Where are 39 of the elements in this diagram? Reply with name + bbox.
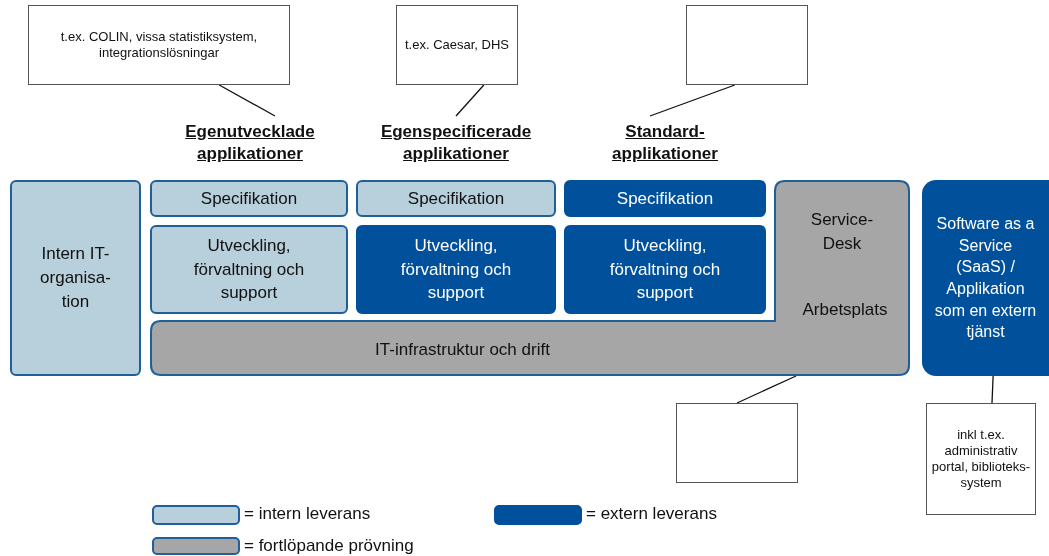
service-box — [10, 180, 141, 376]
callout-box — [686, 5, 808, 85]
leader-line — [649, 84, 736, 117]
box-label: Specifikation — [200, 187, 298, 210]
legend-label: = intern leverans — [244, 504, 371, 524]
callout-box — [28, 5, 290, 85]
service-box — [150, 225, 348, 314]
box-label: Specifikation — [616, 187, 714, 210]
callout-box — [676, 403, 798, 483]
service-box — [564, 180, 766, 217]
service-box — [150, 180, 348, 217]
callout-box — [396, 5, 518, 85]
box-label: Utveckling, förvaltning och support — [399, 234, 513, 305]
box-label: Intern IT-organisa-tion — [39, 243, 112, 313]
leader-line — [218, 84, 276, 117]
leader-line — [991, 375, 994, 404]
callout-text: t.ex. Caesar, DHS — [404, 36, 509, 54]
heading-text: Egenspecificerade applikationer — [379, 120, 533, 165]
callout-box — [926, 403, 1036, 515]
box-label: Utveckling, förvaltning och support — [608, 234, 722, 305]
legend-label: = extern leverans — [586, 504, 717, 524]
infrastructure-panel — [150, 180, 910, 376]
service-box — [356, 225, 556, 314]
box-label: Utveckling, förvaltning och support — [192, 234, 306, 305]
panel-label: Arbetsplats — [801, 299, 889, 321]
heading-text: Standard-applikationer — [611, 120, 719, 165]
panel-label: Service-Desk — [809, 209, 875, 255]
service-box — [564, 225, 766, 314]
service-box — [356, 180, 556, 217]
box-label: Specifikation — [407, 187, 505, 210]
box-label: Software as a Service (SaaS) / Applikation som en extern tjänst — [933, 214, 1038, 343]
legend-label: = fortlöpande prövning — [244, 536, 414, 556]
panel-label: IT-infrastruktur och drift — [374, 339, 551, 361]
leader-line — [736, 375, 797, 404]
callout-text: inkl t.ex. administrativ portal, biblioteks-system — [931, 426, 1031, 492]
saas-box — [922, 180, 1049, 376]
callout-text: t.ex. COLIN, vissa statistiksystem, integrationslösningar — [59, 28, 259, 62]
heading-text: Egenutvecklade applikationer — [184, 120, 316, 165]
leader-line — [455, 84, 485, 117]
